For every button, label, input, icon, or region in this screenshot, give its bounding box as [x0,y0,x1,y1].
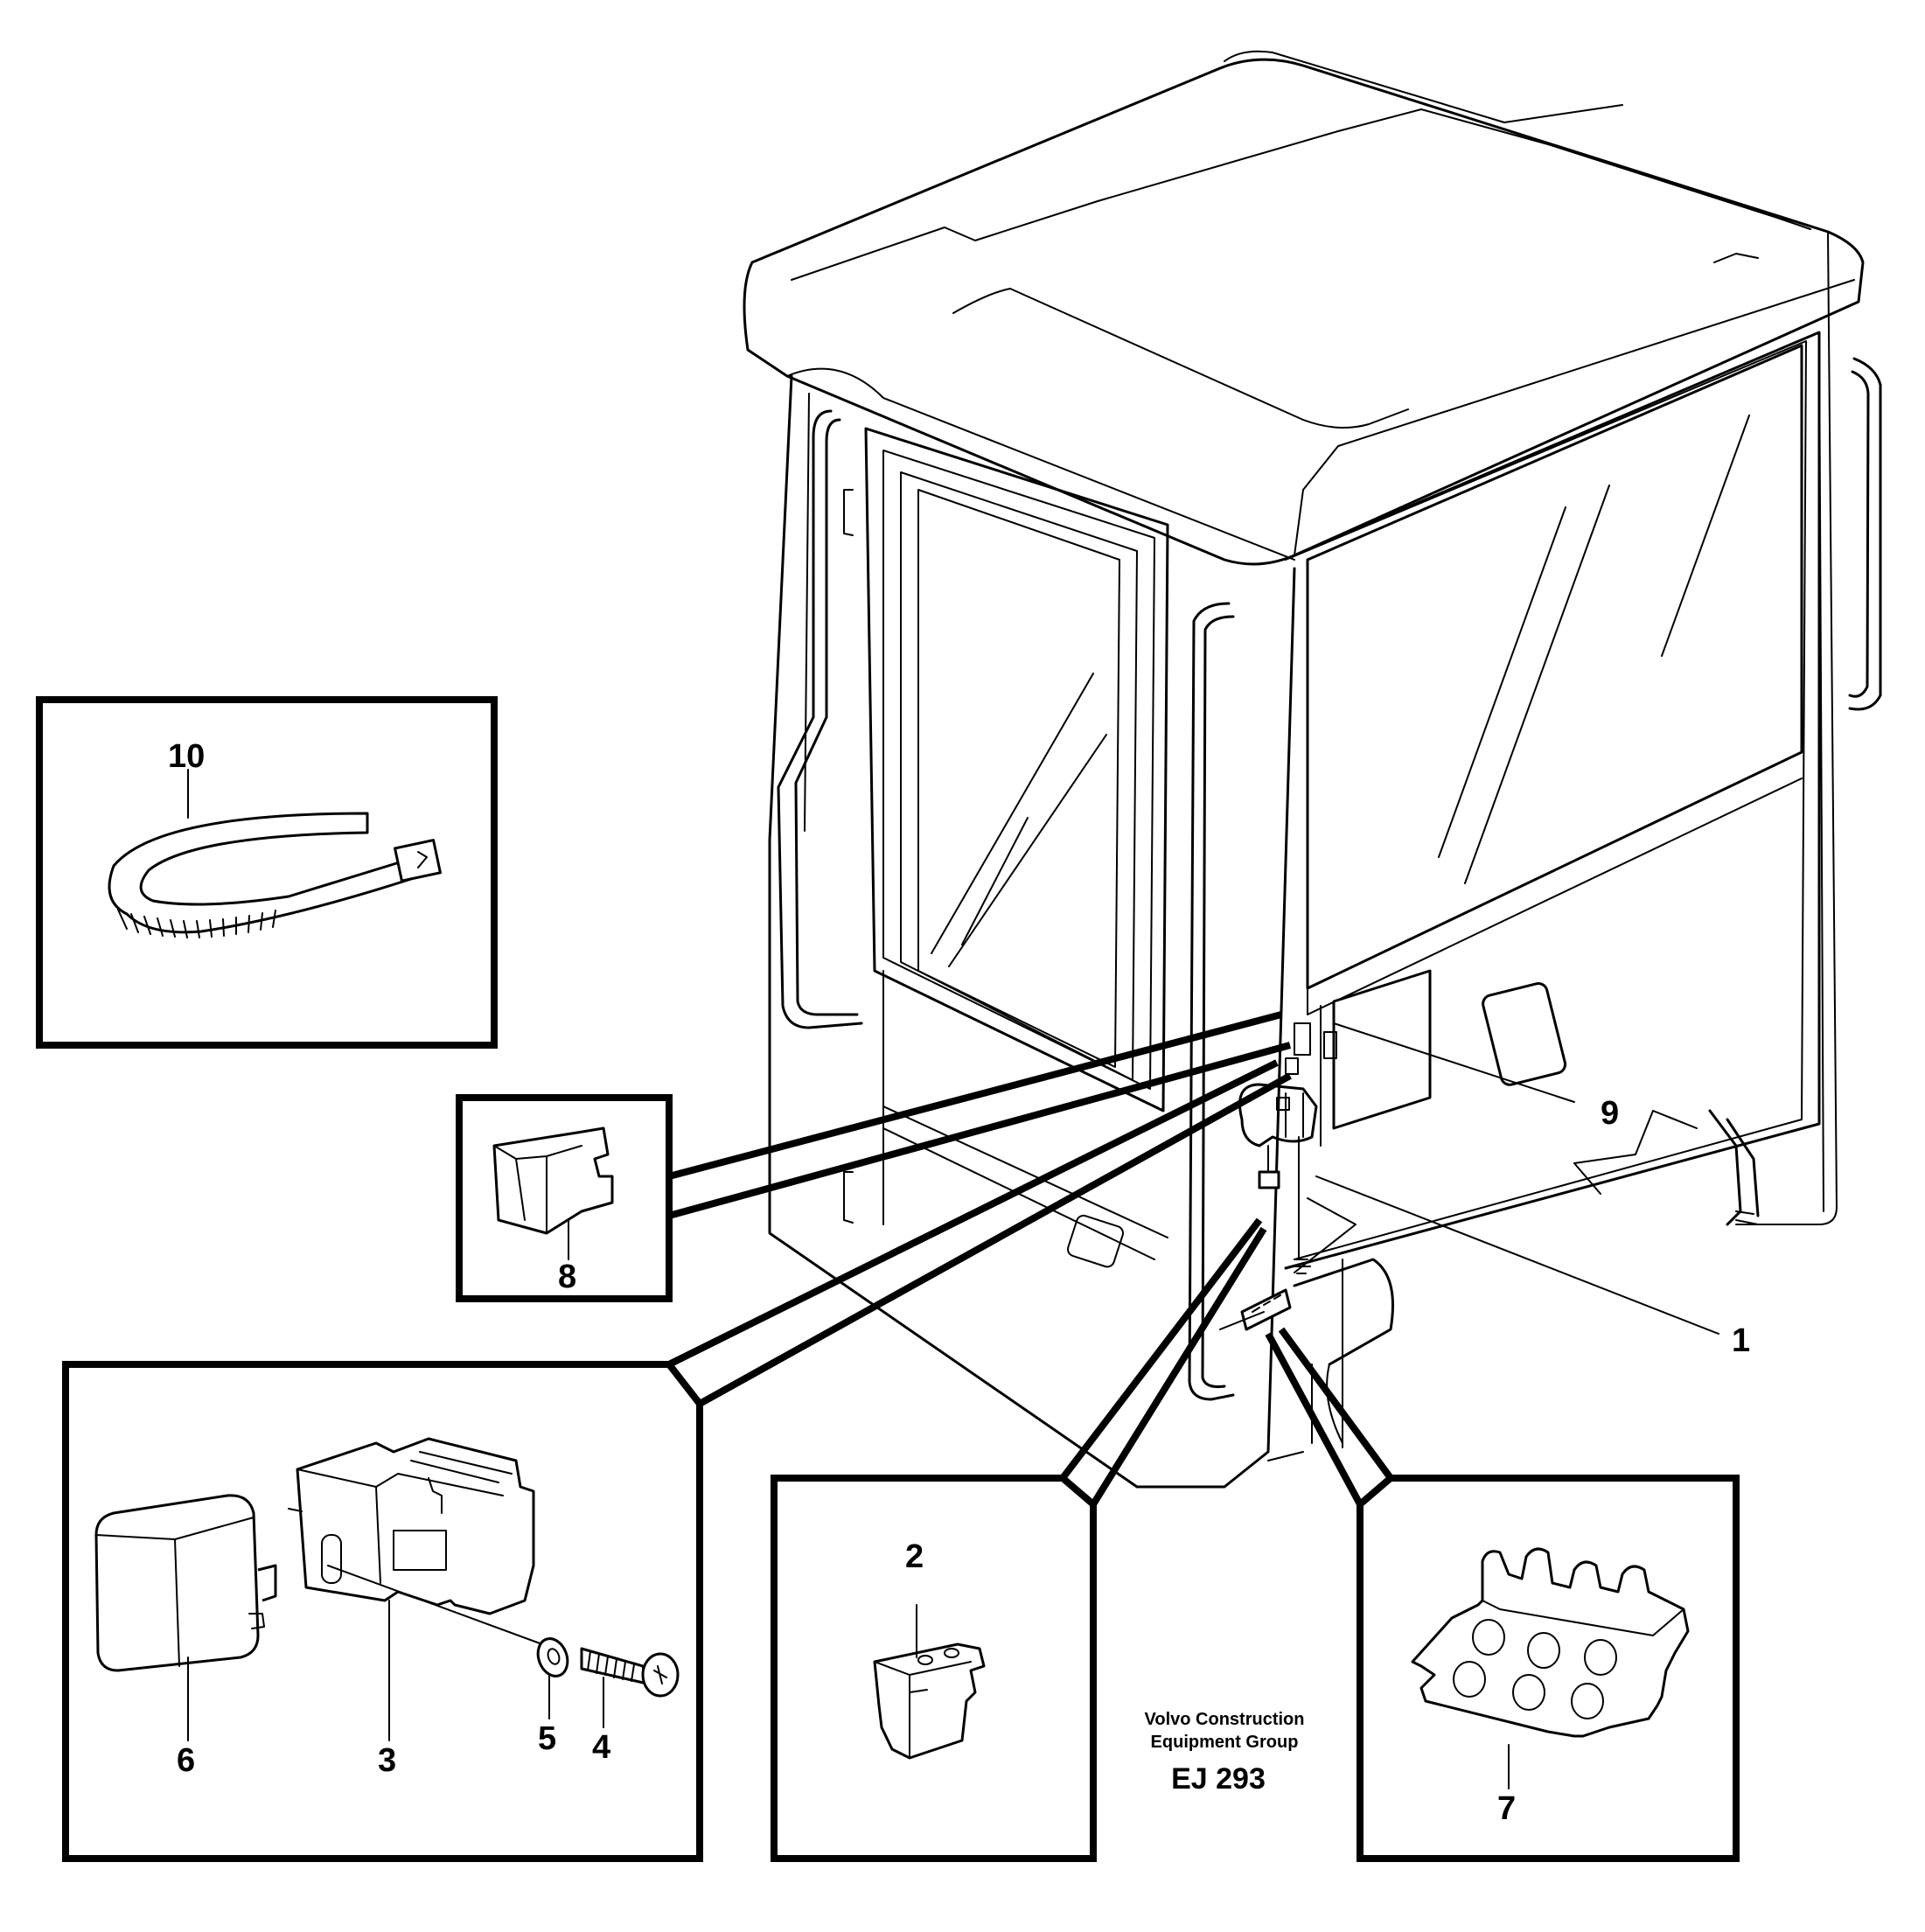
callout-3: 3 [378,1742,396,1779]
fuse-detail: 8 [456,1094,673,1302]
drawing-code: EJ 293 [1171,1762,1266,1796]
callout-6: 6 [177,1742,195,1779]
cab-left-wall [768,374,1296,1489]
windscreen [1306,344,1803,990]
callout-4: 4 [592,1729,610,1766]
callout-10: 10 [168,738,205,775]
detail-box-relay [62,1361,703,1862]
cab-illustration [743,50,1882,1489]
cab-callouts: 9 1 [1315,1022,1750,1359]
bracket-detail: 7 [1357,1475,1740,1862]
leader-lines [667,1011,1394,1507]
credit-line-2: Equipment Group [1151,1733,1299,1752]
cable-tie-part [108,812,426,934]
left-grab-handle [777,409,863,1029]
callout-2: 2 [905,1538,924,1575]
callout-7: 7 [1497,1790,1516,1827]
relay-holder-part [296,1437,535,1615]
credit-line-1: Volvo Construction [1145,1710,1305,1729]
callout-5: 5 [538,1720,556,1757]
callout-8: 8 [558,1259,576,1295]
door-grab-handle [1188,602,1235,1401]
washer-part [536,1637,569,1677]
callout-9: 9 [1601,1095,1619,1132]
credit-block: Volvo Construction Equipment Group EJ 29… [1145,1710,1305,1796]
electrical-panel [1332,969,1432,1130]
right-grab-handle [1848,357,1882,711]
cable-tie-detail: 10 [36,696,498,1049]
relay-detail: 6 3 5 4 [62,1361,703,1862]
cab-door-frame [864,427,1169,1112]
callout-1: 1 [1732,1322,1750,1359]
connector-detail: 2 [771,1475,1097,1862]
cab-front-wall [1284,331,1821,1270]
